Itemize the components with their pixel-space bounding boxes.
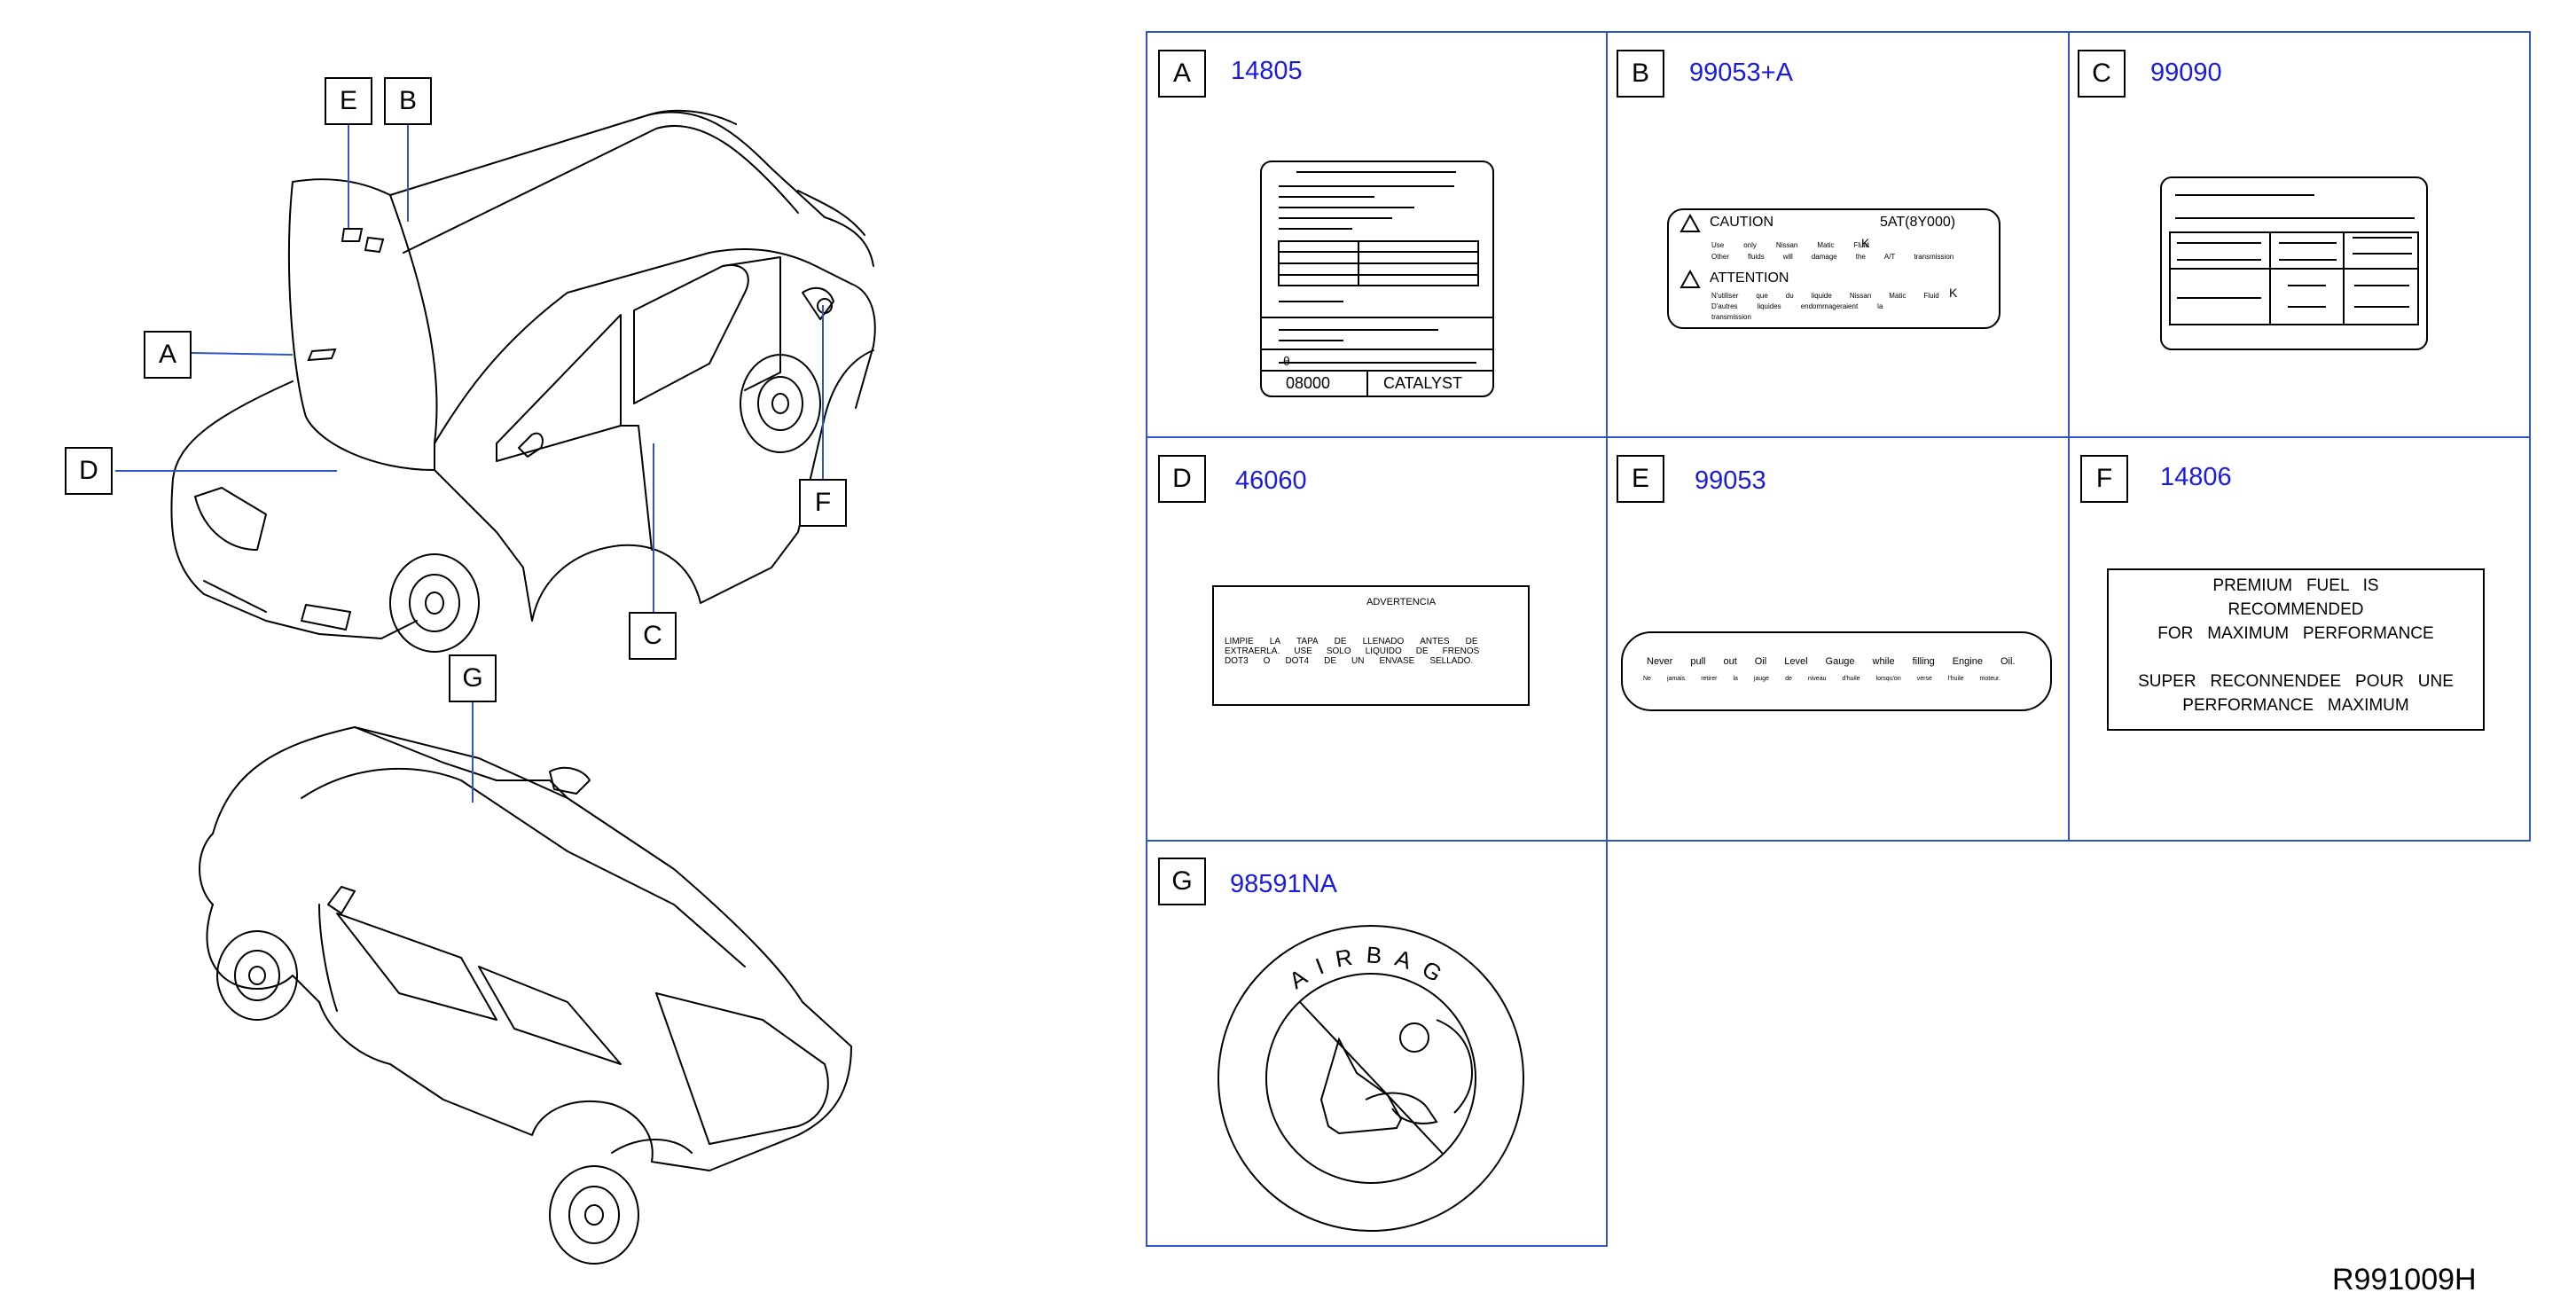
cell-d-letter: D xyxy=(1158,455,1206,503)
label-g-airbag-drawing: AIRBAG xyxy=(1218,925,1524,1232)
label-b-k-2: K xyxy=(1949,286,1958,300)
label-b-model: 5AT(8Y000) xyxy=(1880,215,1956,230)
callout-f: F xyxy=(799,479,847,527)
cell-g-letter: G xyxy=(1158,858,1206,905)
leader-lines xyxy=(115,124,824,803)
label-f xyxy=(2107,568,2485,731)
cell-f-letter: F xyxy=(2080,455,2128,503)
front-car-outline xyxy=(170,109,876,653)
cell-d-part-number: 46060 xyxy=(1235,466,1307,495)
rear-car-outline xyxy=(199,726,852,1265)
callout-a: A xyxy=(144,331,192,379)
diagram-reference: R991009H xyxy=(2332,1263,2477,1296)
cell-b-part-number: 99053+A xyxy=(1689,59,1793,87)
label-d-title: ADVERTENCIA xyxy=(1366,597,1437,607)
label-f-line3: FOR MAXIMUM PERFORMANCE xyxy=(2157,624,2434,643)
cell-c-part-number: 99090 xyxy=(2150,59,2222,87)
cell-e-letter: E xyxy=(1617,455,1664,503)
label-b-attention-line3: transmission xyxy=(1711,313,1751,321)
label-e xyxy=(1621,631,2052,711)
callout-b: B xyxy=(384,77,432,125)
cell-f xyxy=(2068,436,2531,842)
cell-b-letter: B xyxy=(1617,50,1664,98)
label-a-code: 08000 xyxy=(1286,374,1331,392)
label-a-name: CATALYST xyxy=(1383,374,1463,392)
svg-text:θ: θ xyxy=(1283,354,1290,368)
cell-c-letter: C xyxy=(2078,50,2126,98)
label-b-warning-icon-2 xyxy=(1679,270,1701,288)
cell-g xyxy=(1146,840,1608,1247)
label-f-line4: SUPER RECONNENDEE POUR UNE xyxy=(2138,672,2454,691)
callout-c: C xyxy=(629,612,677,660)
label-c-drawing xyxy=(2160,176,2428,350)
cell-f-part-number: 14806 xyxy=(2160,463,2232,491)
label-b-k-1: K xyxy=(1861,236,1870,250)
label-g-airbag-text: AIRBAG xyxy=(1284,941,1457,994)
label-b-attention-title: ATTENTION xyxy=(1710,270,1789,286)
cell-a-letter: A xyxy=(1158,50,1206,98)
cell-g-part-number: 98591NA xyxy=(1230,870,1337,898)
label-d xyxy=(1212,585,1530,706)
callout-e: E xyxy=(325,77,372,125)
vehicle-diagram xyxy=(115,109,876,1265)
label-b-warning-icon-1 xyxy=(1679,214,1701,232)
label-b-caution-title: CAUTION xyxy=(1710,215,1773,230)
callout-d: D xyxy=(65,447,113,495)
label-f-line2: RECOMMENDED xyxy=(2228,600,2364,619)
cell-a-part-number: 14805 xyxy=(1231,57,1303,85)
callout-g: G xyxy=(449,654,497,702)
label-f-line1: PREMIUM FUEL IS xyxy=(2212,576,2379,595)
cell-e-part-number: 99053 xyxy=(1695,466,1766,495)
label-b xyxy=(1667,208,2001,329)
label-f-line5: PERFORMANCE MAXIMUM xyxy=(2182,696,2409,715)
label-a-drawing: θ xyxy=(1260,161,1494,397)
